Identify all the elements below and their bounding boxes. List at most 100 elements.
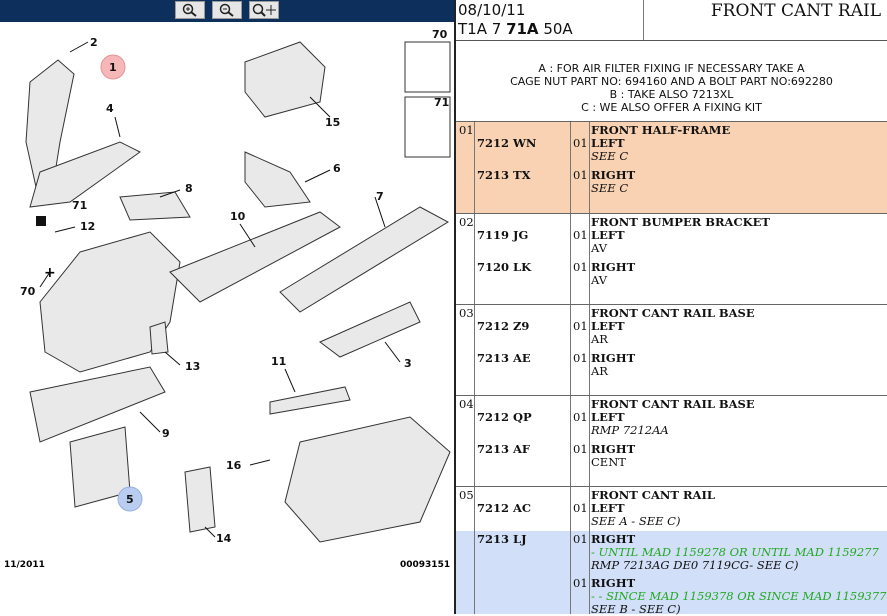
col-divider bbox=[589, 487, 590, 531]
callout-71-box[interactable]: 71 bbox=[434, 96, 449, 109]
header-code-bold: 71A bbox=[506, 20, 539, 38]
part-qty: 01 bbox=[573, 576, 588, 590]
part-ref[interactable]: 7212 QP bbox=[477, 410, 532, 424]
part-qty: 01 bbox=[573, 260, 588, 274]
part-ref[interactable]: 7212 Z9 bbox=[477, 319, 530, 333]
part-ref[interactable]: 7212 WN bbox=[477, 136, 537, 150]
col-divider bbox=[589, 305, 590, 395]
zoom-fit-icon bbox=[252, 3, 276, 17]
part-side: LEFT bbox=[591, 319, 625, 333]
part-note: AV bbox=[591, 241, 608, 255]
col-divider bbox=[570, 122, 571, 213]
callout-11[interactable]: 11 bbox=[271, 355, 286, 368]
callout-12[interactable]: 12 bbox=[80, 220, 95, 233]
part-row-02[interactable]: 02 FRONT BUMPER BRACKET 7119 JG 01 LEFT … bbox=[456, 213, 887, 304]
part-ref[interactable]: 7213 AE bbox=[477, 351, 531, 365]
callout-6[interactable]: 6 bbox=[333, 162, 341, 175]
part-ref[interactable]: 7119 JG bbox=[477, 228, 529, 242]
part-side: RIGHT bbox=[591, 442, 636, 456]
zoom-in-button[interactable] bbox=[175, 1, 205, 19]
part-ref[interactable]: 7212 AC bbox=[477, 501, 532, 515]
header-code: T1A 7 71A 50A bbox=[458, 20, 573, 38]
col-divider bbox=[589, 122, 590, 213]
zoom-fit-button[interactable] bbox=[249, 1, 279, 19]
callout-5[interactable]: 5 bbox=[126, 493, 134, 506]
part-qty: 01 bbox=[573, 442, 588, 456]
part-ref[interactable]: 7213 LJ bbox=[477, 532, 527, 546]
callout-3[interactable]: 3 bbox=[404, 357, 412, 370]
diagram-panel: + 1 2 3 4 5 6 7 8 9 10 11 12 13 14 15 16… bbox=[0, 0, 454, 570]
callout-7[interactable]: 7 bbox=[376, 190, 384, 203]
part-main-frame bbox=[39, 231, 181, 373]
part-side: LEFT bbox=[591, 136, 625, 150]
part-note: AR bbox=[591, 332, 608, 346]
callout-70-frame[interactable]: 70 bbox=[20, 285, 36, 298]
callout-1[interactable]: 1 bbox=[109, 61, 117, 74]
note-line: A : FOR AIR FILTER FIXING IF NECESSARY T… bbox=[538, 62, 805, 75]
callout-2[interactable]: 2 bbox=[90, 36, 98, 49]
footer-date: 11/2011 bbox=[4, 560, 45, 570]
part-71-box bbox=[404, 96, 451, 158]
part-note: AV bbox=[591, 273, 608, 287]
part-side: LEFT bbox=[591, 228, 625, 242]
part-side: RIGHT bbox=[591, 260, 636, 274]
part-row-01[interactable]: 01 FRONT HALF-FRAME 7212 WN 01 LEFT SEE … bbox=[456, 121, 887, 213]
callout-70-box[interactable]: 70 bbox=[432, 28, 448, 41]
part-row-03[interactable]: 03 FRONT CANT RAIL BASE 7212 Z9 01 LEFT … bbox=[456, 304, 887, 395]
part-qty: 01 bbox=[573, 532, 588, 546]
part-qty: 01 bbox=[573, 501, 588, 515]
part-side: RIGHT bbox=[591, 532, 636, 546]
col-divider bbox=[570, 487, 571, 531]
part-applicability: - UNTIL MAD 1159278 OR UNTIL MAD 1159277 bbox=[591, 545, 879, 559]
header-date: 08/10/11 bbox=[458, 1, 526, 19]
col-divider bbox=[589, 214, 590, 304]
callout-71-frame[interactable]: 71 bbox=[72, 199, 87, 212]
col-divider bbox=[474, 122, 475, 213]
note-line: CAGE NUT PART NO: 694160 AND A BOLT PART… bbox=[510, 75, 833, 88]
notes-block: A : FOR AIR FILTER FIXING IF NECESSARY T… bbox=[456, 62, 887, 114]
col-divider bbox=[474, 396, 475, 486]
parts-list-panel: 08/10/11 T1A 7 71A 50A FRONT CANT RAIL A… bbox=[456, 0, 887, 616]
zoom-out-button[interactable] bbox=[212, 1, 242, 19]
callout-8[interactable]: 8 bbox=[185, 182, 193, 195]
callout-5-highlight bbox=[117, 486, 143, 512]
callout-13[interactable]: 13 bbox=[185, 360, 200, 373]
part-9-shape bbox=[29, 366, 166, 443]
zoom-in-icon bbox=[182, 3, 197, 17]
part-ref[interactable]: 7213 TX bbox=[477, 168, 531, 182]
part-11-shape bbox=[269, 386, 351, 415]
part-qty: 01 bbox=[573, 319, 588, 333]
callout-4[interactable]: 4 bbox=[106, 102, 114, 115]
col-divider bbox=[474, 214, 475, 304]
part-row-04[interactable]: 04 FRONT CANT RAIL BASE 7212 QP 01 LEFT … bbox=[456, 395, 887, 486]
part-6-shape bbox=[244, 151, 311, 208]
callout-9[interactable]: 9 bbox=[162, 427, 170, 440]
zoom-out-icon bbox=[219, 3, 234, 17]
row-number: 04 bbox=[459, 397, 474, 411]
part-note: RMP 7212AA bbox=[591, 423, 669, 437]
part-3-shape bbox=[319, 301, 421, 358]
part-row-05-right-selected[interactable]: 7213 LJ 01 RIGHT - UNTIL MAD 1159278 OR … bbox=[456, 531, 887, 616]
part-ref[interactable]: 7213 AF bbox=[477, 442, 531, 456]
callout-15[interactable]: 15 bbox=[325, 116, 340, 129]
row-number: 05 bbox=[459, 488, 474, 502]
row-number: 03 bbox=[459, 306, 474, 320]
part-ref[interactable]: 7120 LK bbox=[477, 260, 532, 274]
diagram-toolbar bbox=[0, 0, 454, 22]
part-side: LEFT bbox=[591, 501, 625, 515]
callout-16[interactable]: 16 bbox=[226, 459, 242, 472]
part-title: FRONT CANT RAIL bbox=[591, 488, 715, 502]
callout-10[interactable]: 10 bbox=[230, 210, 246, 223]
part-row-05[interactable]: 05 FRONT CANT RAIL 7212 AC 01 LEFT SEE A… bbox=[456, 486, 887, 531]
header-divider bbox=[456, 40, 887, 41]
col-divider bbox=[589, 396, 590, 486]
callout-1-highlight bbox=[100, 54, 126, 80]
callout-14[interactable]: 14 bbox=[216, 532, 232, 545]
col-divider bbox=[589, 531, 590, 614]
part-qty: 01 bbox=[573, 228, 588, 242]
col-divider bbox=[570, 214, 571, 304]
part-side: LEFT bbox=[591, 410, 625, 424]
row-number: 02 bbox=[459, 215, 474, 229]
part-title: FRONT CANT RAIL BASE bbox=[591, 306, 755, 320]
part-side: RIGHT bbox=[591, 351, 636, 365]
